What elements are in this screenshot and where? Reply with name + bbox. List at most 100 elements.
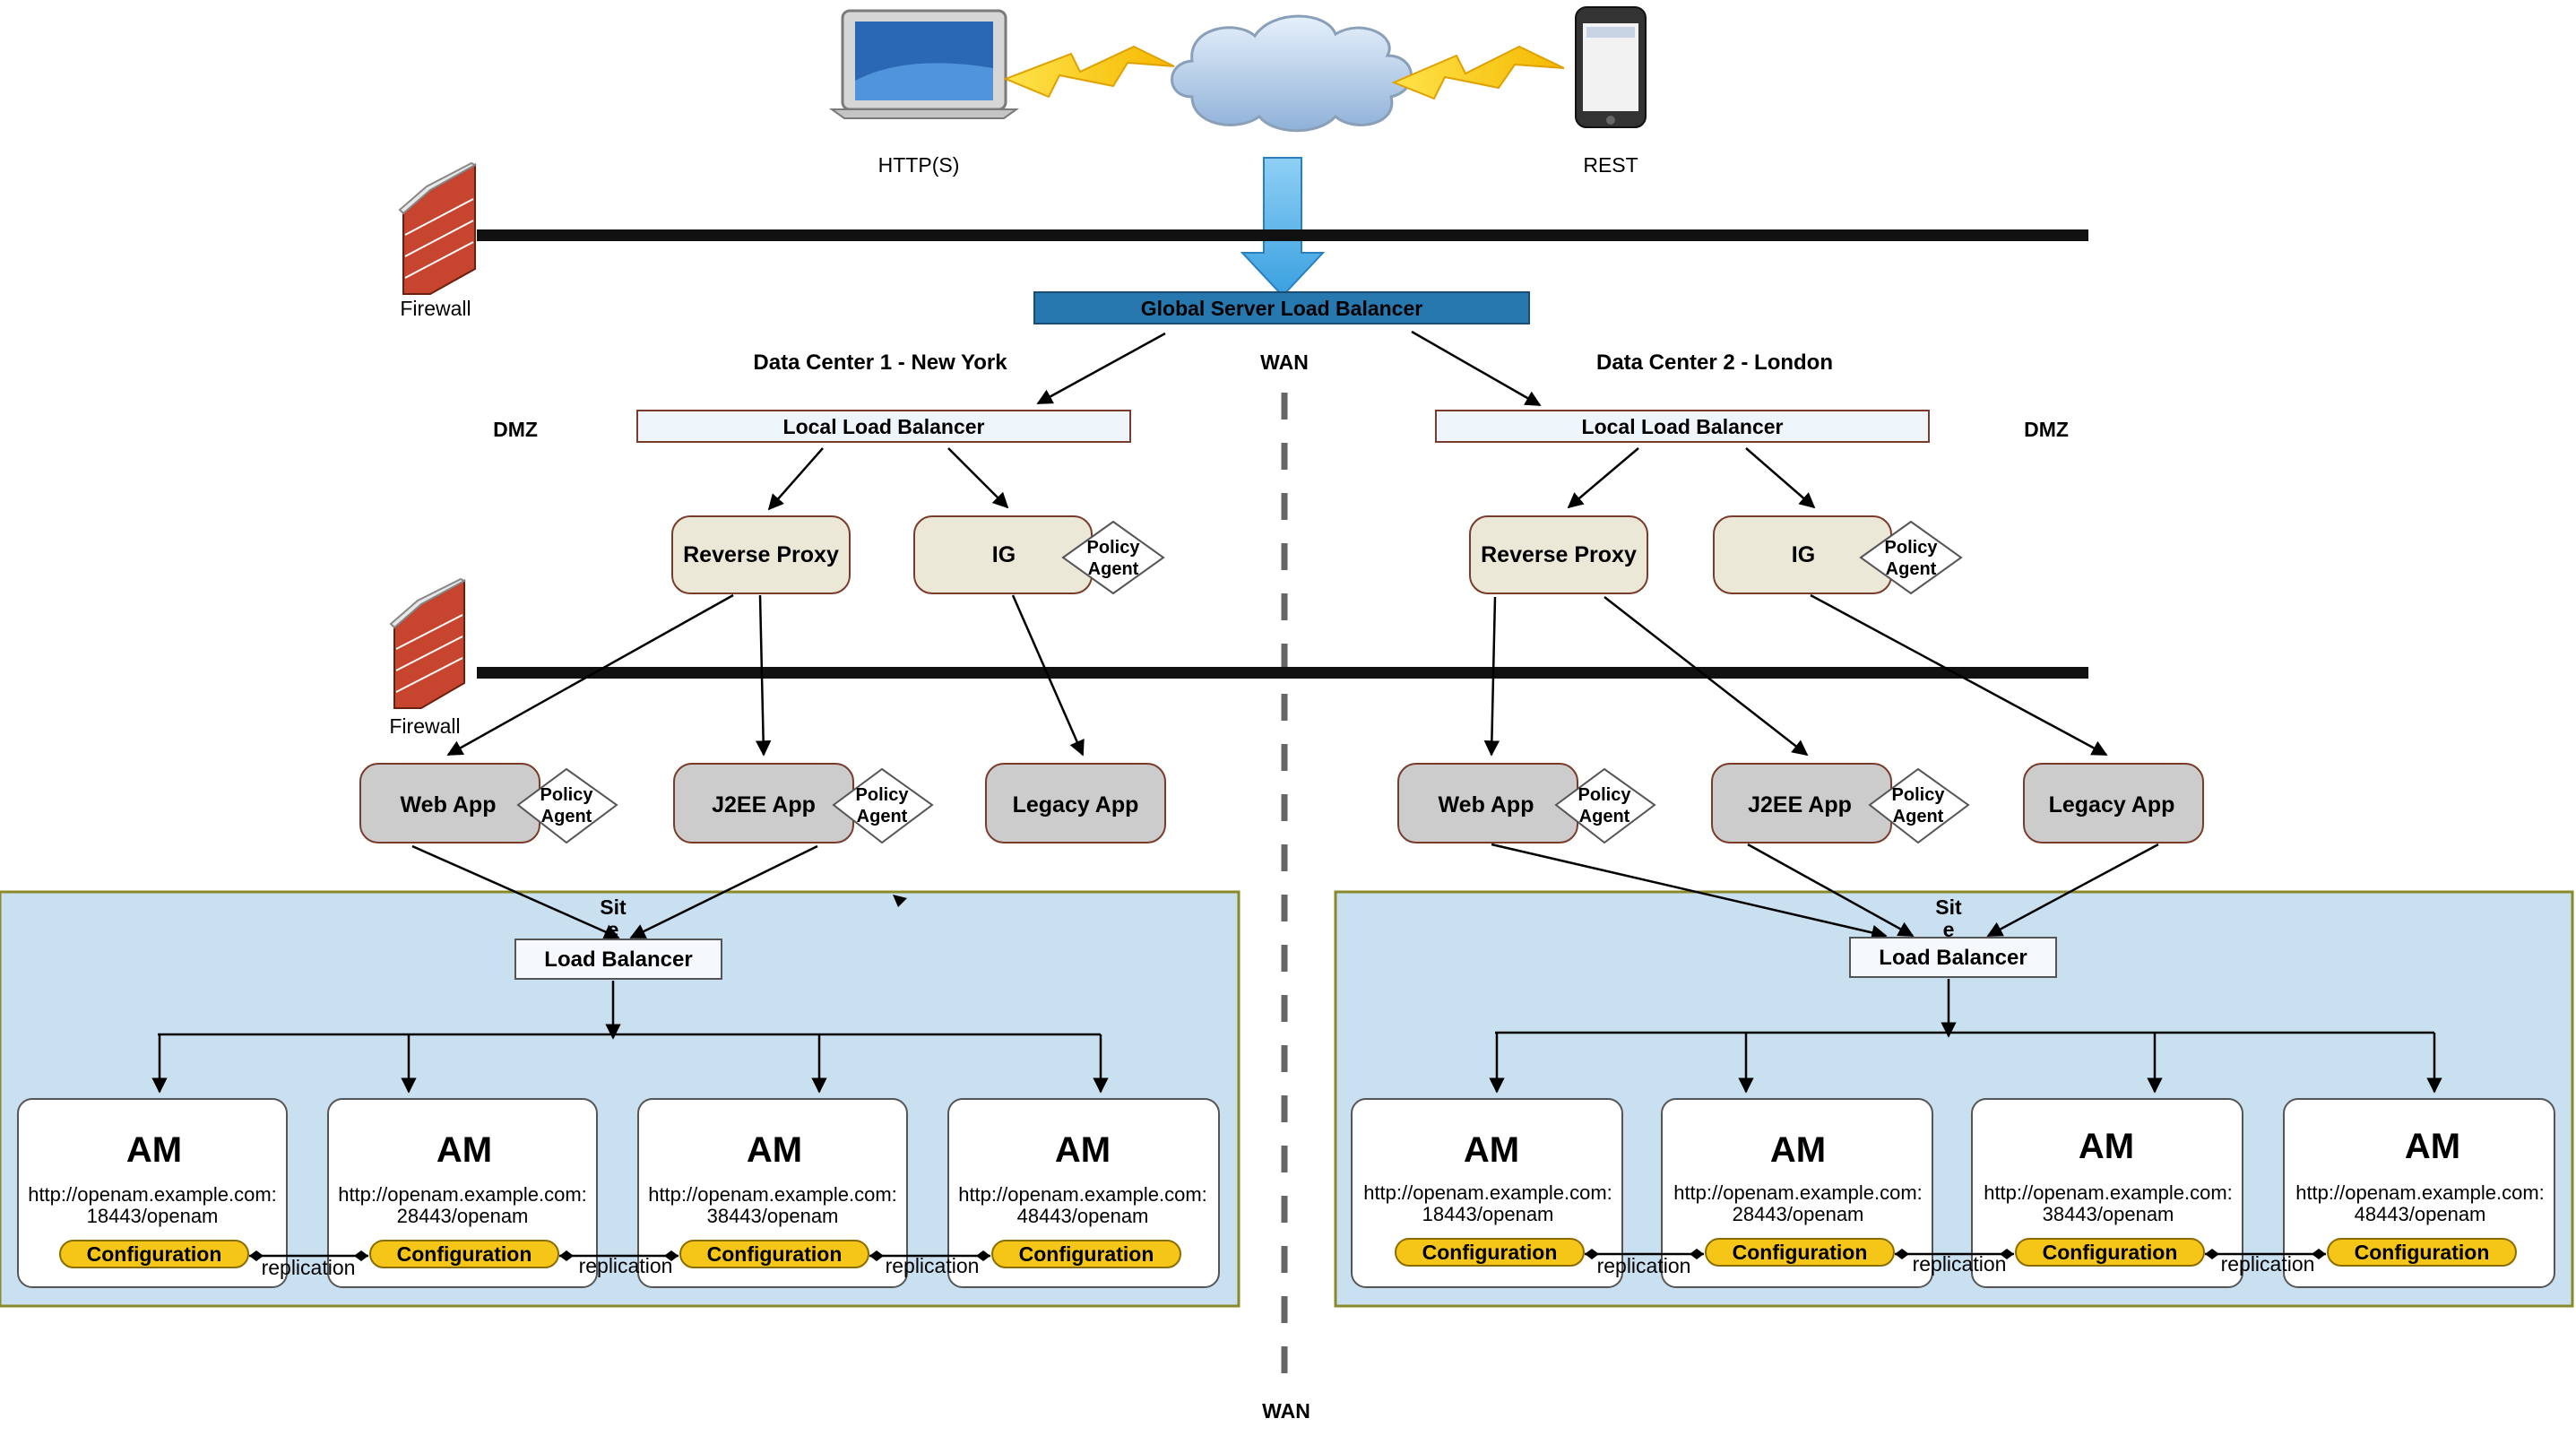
diamond-endpoint-icon xyxy=(1690,1249,1704,1259)
connector-arrow xyxy=(767,447,824,511)
am-url: http://openam.example.com: xyxy=(1984,1181,2233,1204)
cloud-icon xyxy=(1171,14,1413,133)
diamond-endpoint-icon xyxy=(2312,1249,2326,1259)
am-title: AM xyxy=(2079,1127,2134,1166)
reverse-proxy-box xyxy=(671,515,851,594)
configuration-label: Configuration xyxy=(87,1242,222,1266)
policy-agent-label: Agent xyxy=(1893,807,1944,826)
diamond-endpoint-icon xyxy=(976,1250,990,1261)
diamond-endpoint-icon xyxy=(664,1250,679,1261)
dmz-label-left: DMZ xyxy=(493,418,538,441)
site-load-balancer-label: Load Balancer xyxy=(1879,946,2027,970)
firewall-line xyxy=(477,667,2088,679)
replication-label: replication xyxy=(262,1256,356,1279)
site-label: e xyxy=(1943,918,1955,941)
diamond-endpoint-icon xyxy=(559,1250,574,1261)
configuration-pill xyxy=(679,1240,869,1268)
am-url: 38443/openam xyxy=(707,1205,839,1227)
am-url: 18443/openam xyxy=(87,1205,219,1227)
am-title: AM xyxy=(1055,1130,1111,1170)
global-load-balancer-box xyxy=(1033,291,1530,324)
diamond-endpoint-icon xyxy=(869,1250,884,1261)
policy-agent-label: Agent xyxy=(541,807,592,826)
connector-arrow xyxy=(629,844,818,939)
rest-client-label: REST xyxy=(1583,153,1638,177)
app-label: Legacy App xyxy=(1013,792,1139,817)
app-label: J2EE App xyxy=(712,792,816,817)
reverse-proxy-label: Reverse Proxy xyxy=(1481,542,1637,567)
replication-label: replication xyxy=(1597,1254,1691,1277)
configuration-label: Configuration xyxy=(707,1242,843,1266)
policy-agent-diamond xyxy=(516,767,618,844)
connector-arrow xyxy=(1810,593,2108,757)
app-label: Web App xyxy=(1439,792,1534,817)
am-node: AM http://openam.example.com: 48443/open… xyxy=(947,1098,1220,1288)
am-title: AM xyxy=(437,1130,492,1170)
app-label: Legacy App xyxy=(2049,792,2175,817)
am-url: 18443/openam xyxy=(1422,1203,1554,1225)
am-url: http://openam.example.com: xyxy=(1363,1181,1612,1204)
datacenter-1-title: Data Center 1 - New York xyxy=(753,350,1007,375)
configuration-pill xyxy=(991,1240,1181,1268)
local-load-balancer-label: Local Load Balancer xyxy=(783,415,985,438)
policy-agent-label: Policy xyxy=(856,785,910,805)
am-url: http://openam.example.com: xyxy=(648,1183,897,1206)
lightning-bolt-icon xyxy=(1391,45,1565,100)
down-arrow-icon xyxy=(1240,157,1326,298)
configuration-label: Configuration xyxy=(1733,1241,1868,1264)
replication-label: replication xyxy=(2221,1252,2315,1276)
policy-agent-label: Policy xyxy=(1578,785,1632,805)
configuration-label: Configuration xyxy=(1422,1241,1558,1264)
configuration-label: Configuration xyxy=(1019,1242,1154,1266)
connector-arrow xyxy=(1604,596,1809,757)
connector-arrow xyxy=(947,447,1009,509)
policy-agent-label: Agent xyxy=(857,807,908,826)
gslb-to-dc2-arrow xyxy=(1411,330,1542,407)
firewall-line xyxy=(477,229,2088,241)
am-url: http://openam.example.com: xyxy=(1673,1181,1923,1204)
replication-label: replication xyxy=(1913,1252,2007,1276)
site-label: Sit xyxy=(600,895,627,919)
diamond-endpoint-icon xyxy=(1895,1249,1909,1259)
am-title: AM xyxy=(1464,1130,1519,1170)
local-load-balancer-box xyxy=(1435,410,1930,443)
datacenter-2: Local Load Balancer Reverse Proxy IG Pol… xyxy=(1334,410,2574,1308)
laptop-icon xyxy=(828,9,1020,119)
firewall-icon xyxy=(398,161,478,295)
ig-label: IG xyxy=(1792,542,1815,567)
am-url: 28443/openam xyxy=(397,1205,529,1227)
am-node: AM http://openam.example.com: 28443/open… xyxy=(327,1098,598,1288)
configuration-pill xyxy=(1395,1238,1585,1267)
am-node: AM http://openam.example.com: 18443/open… xyxy=(17,1098,288,1288)
app-box xyxy=(985,763,1166,843)
am-title: AM xyxy=(126,1130,182,1170)
connector-arrow xyxy=(755,594,772,757)
policy-agent-label: Agent xyxy=(1088,559,1139,579)
gslb-to-dc1-arrow xyxy=(1036,332,1166,405)
am-node: AM http://openam.example.com: 48443/open… xyxy=(2283,1098,2555,1288)
configuration-pill xyxy=(1705,1238,1895,1267)
connector-arrow xyxy=(1747,843,1915,938)
diamond-endpoint-icon xyxy=(2000,1249,2014,1259)
am-url: http://openam.example.com: xyxy=(28,1183,277,1206)
am-node: AM http://openam.example.com: 38443/open… xyxy=(1971,1098,2243,1288)
am-title: AM xyxy=(747,1130,802,1170)
datacenter-1: Local Load Balancer Reverse Proxy IG Pol… xyxy=(0,410,1240,1308)
configuration-label: Configuration xyxy=(397,1242,532,1266)
am-title: AM xyxy=(2405,1127,2460,1166)
policy-agent-label: Policy xyxy=(1087,538,1141,558)
policy-agent-label: Policy xyxy=(1892,785,1946,805)
site-load-balancer-box xyxy=(1849,937,2057,978)
ig-label: IG xyxy=(992,542,1016,567)
site-label: e xyxy=(608,918,619,941)
connector-arrow xyxy=(1491,843,1888,940)
wan-label-top: WAN xyxy=(1260,350,1309,374)
policy-agent-diamond xyxy=(1859,520,1963,595)
small-arrowhead-icon xyxy=(893,895,907,907)
am-url: 48443/openam xyxy=(1017,1205,1149,1227)
connector-arrow xyxy=(411,844,620,939)
wan-label-bottom: WAN xyxy=(1262,1399,1310,1423)
lightning-bolt-icon xyxy=(1003,45,1175,99)
am-node: AM http://openam.example.com: 38443/open… xyxy=(637,1098,908,1288)
configuration-pill xyxy=(2327,1238,2517,1267)
